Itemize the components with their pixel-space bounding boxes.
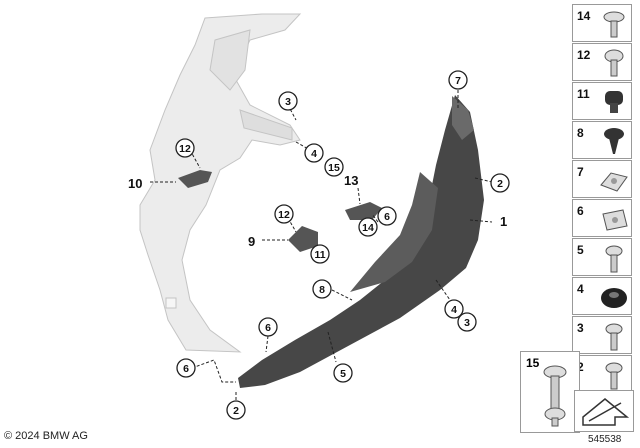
direction-arrow-icon xyxy=(582,398,630,426)
screw-icon xyxy=(605,362,623,390)
callout-2: 2 xyxy=(497,178,503,190)
callout-3: 3 xyxy=(464,317,470,329)
callout-6-left: 6 xyxy=(183,363,189,375)
callout-3-top: 3 xyxy=(285,96,291,108)
bracket-part-10 xyxy=(178,170,212,188)
legend-tile-8: 8 xyxy=(572,121,632,159)
callout-5: 5 xyxy=(340,368,346,380)
legend-tile-4: 4 xyxy=(572,277,632,315)
callout-11: 11 xyxy=(314,249,325,261)
legend-number: 12 xyxy=(577,48,591,62)
legend-number: 7 xyxy=(577,165,584,179)
legend-tile-5: 5 xyxy=(572,238,632,276)
legend-number: 5 xyxy=(577,243,584,257)
screw-icon xyxy=(603,11,625,38)
rivet-icon xyxy=(605,91,623,113)
legend-tile-2: 2 xyxy=(572,355,632,393)
expanding-rivet-icon xyxy=(604,128,624,154)
legend-number: 14 xyxy=(577,9,591,23)
callout-6-low: 6 xyxy=(265,322,271,334)
legend-number: 6 xyxy=(577,204,584,218)
callout-8: 8 xyxy=(319,284,325,296)
legend-number: 11 xyxy=(577,87,590,101)
legend-number: 4 xyxy=(577,282,584,296)
callout-10: 10 xyxy=(128,176,142,191)
screw-icon xyxy=(605,323,623,351)
legend-number: 15 xyxy=(526,356,540,370)
callout-7: 7 xyxy=(455,75,461,87)
callout-1: 1 xyxy=(500,214,507,229)
bolt-icon xyxy=(543,365,567,427)
callout-15: 15 xyxy=(328,162,340,174)
legend-tile-14: 14 xyxy=(572,4,632,42)
direction-arrow-tile xyxy=(574,390,634,432)
legend-tile-3: 3 xyxy=(572,316,632,354)
callout-labels: 7 2 1 4 3 5 8 3 4 15 12 10 12 9 11 13 14… xyxy=(128,70,510,420)
document-number: 545538 xyxy=(588,434,622,445)
legend-tile-15: 15 xyxy=(520,351,580,433)
callout-12-mid: 12 xyxy=(278,209,290,221)
callout-4: 4 xyxy=(451,304,457,316)
callout-6-mid: 6 xyxy=(384,211,390,223)
callout-9: 9 xyxy=(248,234,255,249)
bracket-part-13 xyxy=(345,202,382,220)
callout-4-top: 4 xyxy=(311,148,317,160)
legend-number: 2 xyxy=(577,360,584,374)
legend-tile-12: 12 xyxy=(572,43,632,81)
screw-icon xyxy=(605,245,623,273)
callout-14: 14 xyxy=(362,222,374,234)
callout-2-bottom: 2 xyxy=(233,405,239,417)
screw-icon xyxy=(604,49,624,77)
clip-nut-icon xyxy=(602,209,628,231)
legend-number: 3 xyxy=(577,321,584,335)
copyright-text: © 2024 BMW AG xyxy=(4,430,88,442)
ghost-fairing-panel xyxy=(139,13,302,353)
callout-12-left: 12 xyxy=(179,143,191,155)
legend-number: 8 xyxy=(577,126,584,140)
bracket-part-9 xyxy=(288,226,318,252)
legend-tile-7: 7 xyxy=(572,160,632,198)
legend-tile-6: 6 xyxy=(572,199,632,237)
callout-13: 13 xyxy=(344,173,358,188)
clip-nut-icon xyxy=(600,172,628,192)
legend-tile-11: 11 xyxy=(572,82,632,120)
grommet-icon xyxy=(601,288,627,308)
